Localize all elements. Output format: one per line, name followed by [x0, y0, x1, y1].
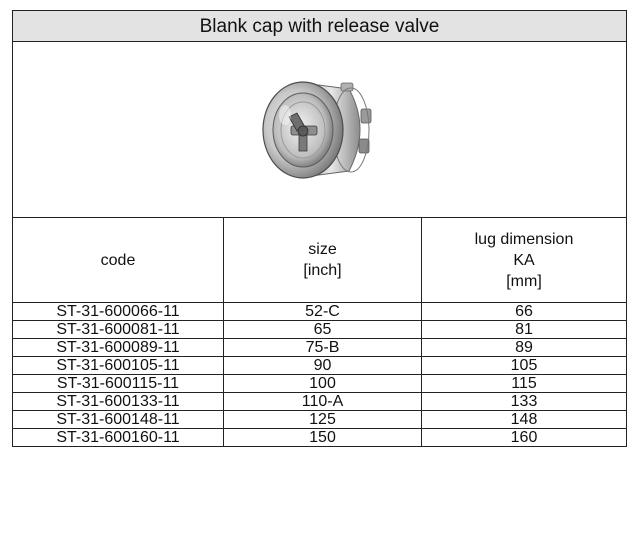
size-header: size [inch]: [223, 217, 422, 303]
table-row: ST-31-600115-11 100 115: [12, 374, 627, 393]
lug-cell: 148: [421, 410, 627, 429]
table-row: ST-31-600081-11 65 81: [12, 320, 627, 339]
table-row: ST-31-600105-11 90 105: [12, 356, 627, 375]
code-cell: ST-31-600133-11: [12, 392, 224, 411]
code-cell: ST-31-600160-11: [12, 428, 224, 447]
title-row: Blank cap with release valve: [12, 10, 627, 42]
product-image-cell: [12, 41, 627, 218]
size-cell: 75-B: [223, 338, 422, 357]
code-cell: ST-31-600115-11: [12, 374, 224, 393]
blank-cap-image: [245, 69, 395, 189]
size-cell: 90: [223, 356, 422, 375]
lug-cell: 115: [421, 374, 627, 393]
size-cell: 65: [223, 320, 422, 339]
code-cell: ST-31-600148-11: [12, 410, 224, 429]
lug-cell: 160: [421, 428, 627, 447]
image-row: [12, 41, 627, 218]
table-row: ST-31-600148-11 125 148: [12, 410, 627, 429]
code-cell: ST-31-600089-11: [12, 338, 224, 357]
lug-cell: 66: [421, 302, 627, 321]
size-cell: 52-C: [223, 302, 422, 321]
size-cell: 125: [223, 410, 422, 429]
size-cell: 100: [223, 374, 422, 393]
size-cell: 150: [223, 428, 422, 447]
table-row: ST-31-600133-11 110-A 133: [12, 392, 627, 411]
product-spec-table: Blank cap with release valve: [12, 10, 627, 447]
lug-dimension-header: lug dimension KA [mm]: [421, 217, 627, 303]
lug-cell: 105: [421, 356, 627, 375]
size-cell: 110-A: [223, 392, 422, 411]
header-row: code size [inch] lug dimension KA [mm]: [12, 217, 627, 303]
table-row: ST-31-600066-11 52-C 66: [12, 302, 627, 321]
code-cell: ST-31-600066-11: [12, 302, 224, 321]
table-row: ST-31-600160-11 150 160: [12, 428, 627, 447]
table-row: ST-31-600089-11 75-B 89: [12, 338, 627, 357]
code-cell: ST-31-600081-11: [12, 320, 224, 339]
code-cell: ST-31-600105-11: [12, 356, 224, 375]
lug-cell: 89: [421, 338, 627, 357]
code-header: code: [12, 217, 224, 303]
blank-cap-drawing: [261, 80, 371, 179]
product-title: Blank cap with release valve: [12, 10, 627, 42]
lug-cell: 133: [421, 392, 627, 411]
lug-cell: 81: [421, 320, 627, 339]
